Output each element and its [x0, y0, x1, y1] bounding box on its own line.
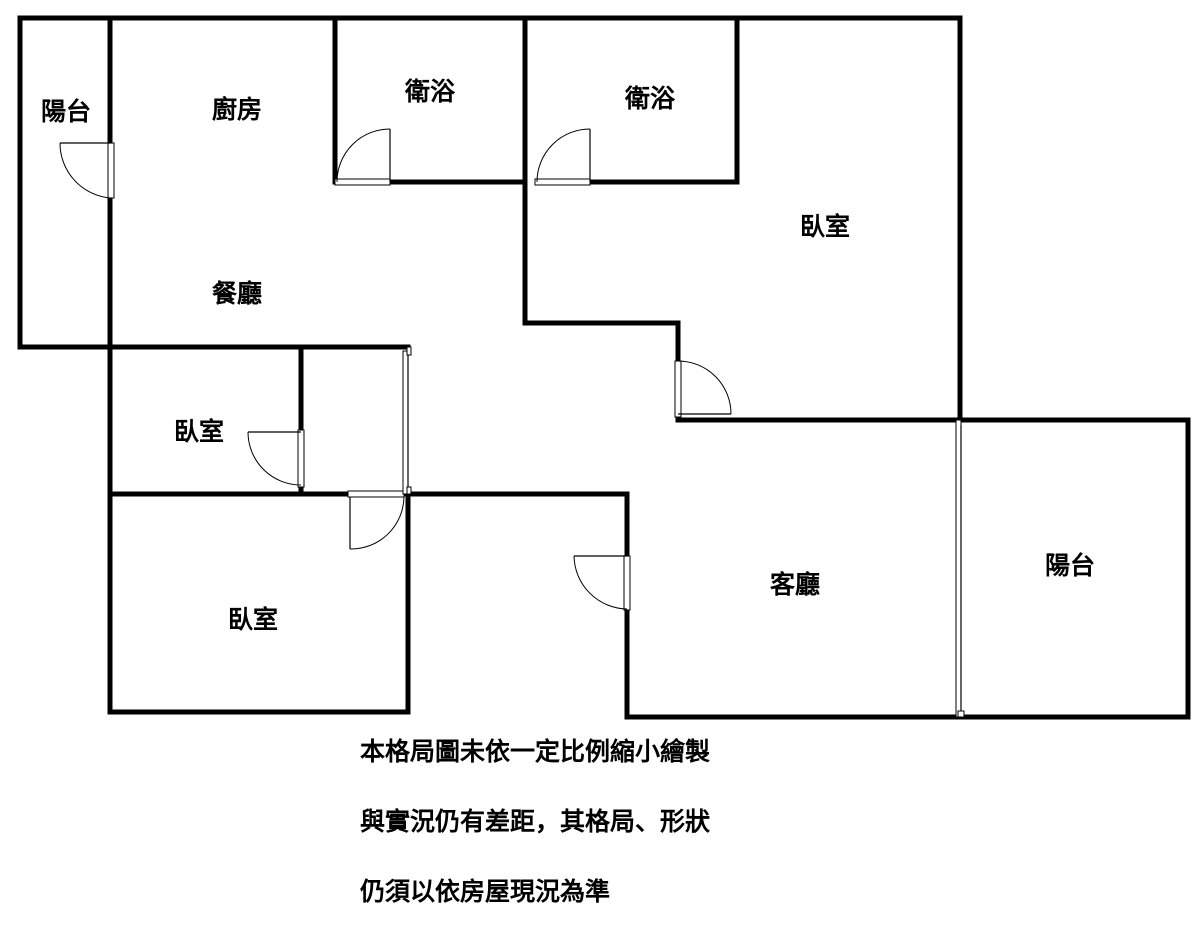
label-bedroom-master: 臥室	[800, 212, 850, 241]
wall-bath2	[522, 15, 740, 364]
left-balcony-outline	[17, 15, 113, 350]
disclaimer-line-1: 本格局圖未依一定比例縮小繪製	[360, 737, 711, 766]
wall-bedrooms-divider	[107, 491, 630, 559]
disclaimer-line-3: 仍須以依房屋現況為準	[360, 877, 611, 906]
label-bath-1: 衛浴	[404, 77, 456, 106]
door-living-room	[573, 555, 631, 611]
door-small-bedroom	[247, 429, 305, 488]
label-bath-2: 衛浴	[624, 84, 676, 113]
wall-lower-bedroom	[107, 491, 411, 715]
label-balcony-right: 陽台	[1045, 551, 1095, 580]
label-dining: 餐廳	[212, 279, 262, 308]
sliding-door-balcony-right	[955, 419, 965, 718]
disclaimer-line-2: 與實況仍有差距，其格局、形狀	[360, 807, 711, 836]
sliding-door-hall	[402, 346, 412, 495]
label-bedroom-small: 臥室	[174, 417, 224, 446]
room-labels: 陽台 廚房 衛浴 衛浴 臥室 餐廳 臥室 臥室 客廳 陽台	[41, 77, 1095, 634]
door-lower-bedroom	[347, 490, 405, 550]
disclaimer-notes: 本格局圖未依一定比例縮小繪製 與實況仍有差距，其格局、形狀 仍須以依房屋現況為準	[360, 733, 960, 943]
label-living-room: 客廳	[770, 570, 820, 599]
walls	[17, 15, 1191, 720]
door-master-bedroom	[674, 360, 732, 418]
doors	[59, 128, 965, 718]
door-balcony-left	[59, 142, 115, 199]
wall-living-left	[624, 417, 1191, 720]
label-bedroom-lower: 臥室	[228, 605, 278, 634]
label-kitchen: 廚房	[212, 95, 262, 124]
floor-plan: 陽台 廚房 衛浴 衛浴 臥室 餐廳 臥室 臥室 客廳 陽台	[17, 15, 1191, 720]
label-balcony-left: 陽台	[41, 97, 91, 126]
door-bath-1	[334, 128, 391, 186]
door-bath-2	[534, 128, 591, 186]
wall-bath1	[332, 15, 528, 185]
